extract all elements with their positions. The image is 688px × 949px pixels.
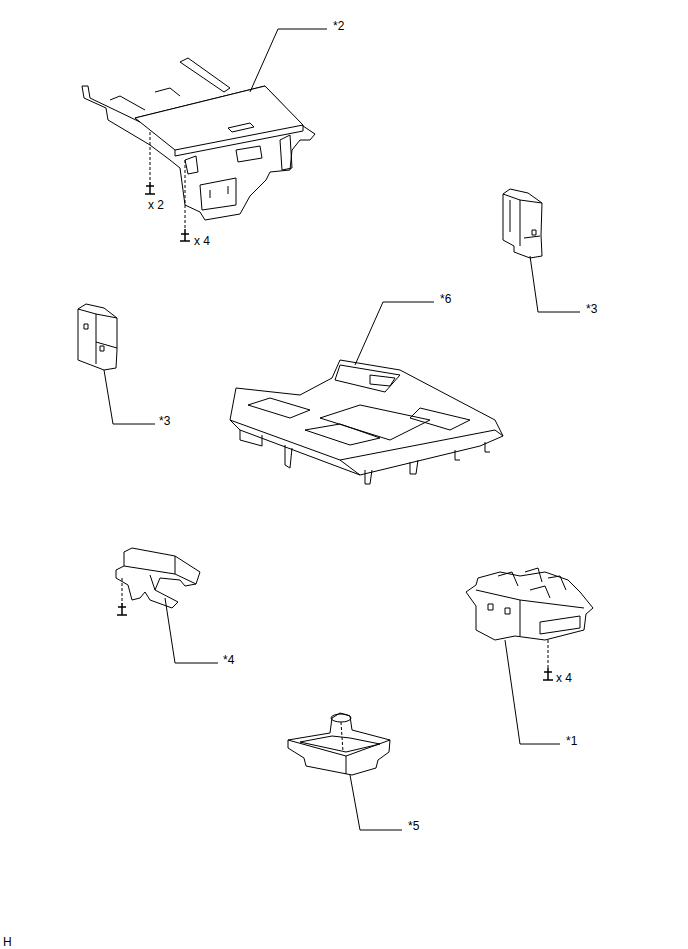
quantity-note: x 2 (148, 198, 164, 212)
shift-boot (288, 713, 390, 775)
leader-line (250, 29, 327, 92)
quantity-note: x 4 (556, 671, 572, 685)
callout-number: *1 (566, 734, 577, 748)
leader-line (104, 370, 155, 424)
switch (503, 189, 542, 258)
console-box (82, 58, 315, 241)
leader-line (165, 598, 218, 663)
callout-number: *2 (333, 19, 344, 33)
callout-number: *3 (586, 302, 597, 316)
leader-line (530, 256, 580, 312)
console-bezel (230, 360, 503, 484)
sheet-mark: H (3, 935, 12, 949)
leader-line (355, 302, 434, 365)
switch (116, 548, 200, 615)
callout-number: *6 (440, 292, 451, 306)
switch (78, 304, 117, 370)
quantity-note: x 4 (194, 234, 210, 248)
switch-assembly (466, 568, 593, 680)
leader-line (505, 640, 560, 744)
leader-line (350, 775, 402, 830)
callout-number: *4 (223, 653, 234, 667)
callout-number: *5 (408, 819, 419, 833)
callout-number: *3 (159, 414, 170, 428)
